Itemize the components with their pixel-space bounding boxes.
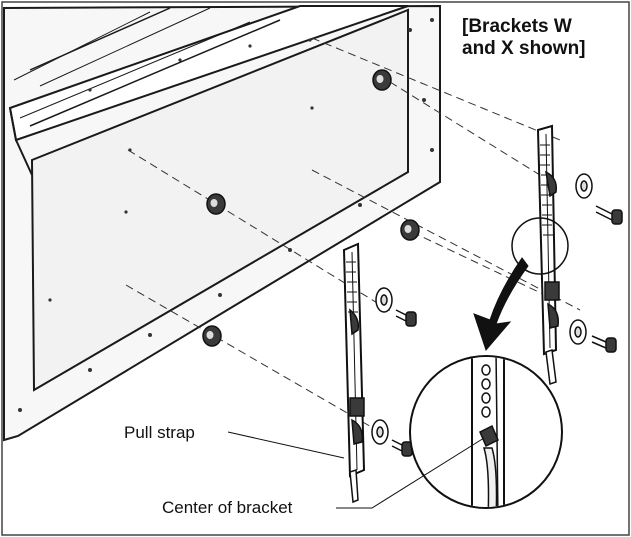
magnified-detail	[409, 355, 563, 509]
washer-screw-4	[371, 419, 413, 457]
pull-strap	[349, 468, 359, 504]
bracket-w	[342, 242, 366, 504]
spacer-1	[372, 69, 392, 91]
center-leader	[336, 437, 485, 509]
spacers	[202, 69, 420, 347]
frame-screw-dots	[18, 18, 434, 412]
washers-and-screws	[371, 173, 623, 457]
zoom-arrow-icon	[473, 257, 529, 351]
pull-strap-leader	[227, 431, 345, 459]
zoom-source-circle	[511, 217, 569, 275]
caption: [Brackets W and X shown]	[462, 16, 586, 60]
spacer-2	[206, 193, 226, 215]
washer-screw-3	[375, 287, 417, 327]
center-of-bracket-label: Center of bracket	[162, 498, 293, 517]
pull-strap-label: Pull strap	[124, 423, 195, 442]
center-marker	[479, 424, 499, 448]
bracket-x	[536, 124, 560, 386]
washer-screw-2	[569, 319, 617, 353]
spacer-4	[202, 325, 222, 347]
caption-line-1: [Brackets W	[462, 16, 572, 37]
caption-line-2: and X shown]	[462, 38, 586, 59]
spacer-3	[400, 219, 420, 241]
washer-screw-1	[575, 173, 623, 225]
alignment-lines	[125, 37, 581, 433]
